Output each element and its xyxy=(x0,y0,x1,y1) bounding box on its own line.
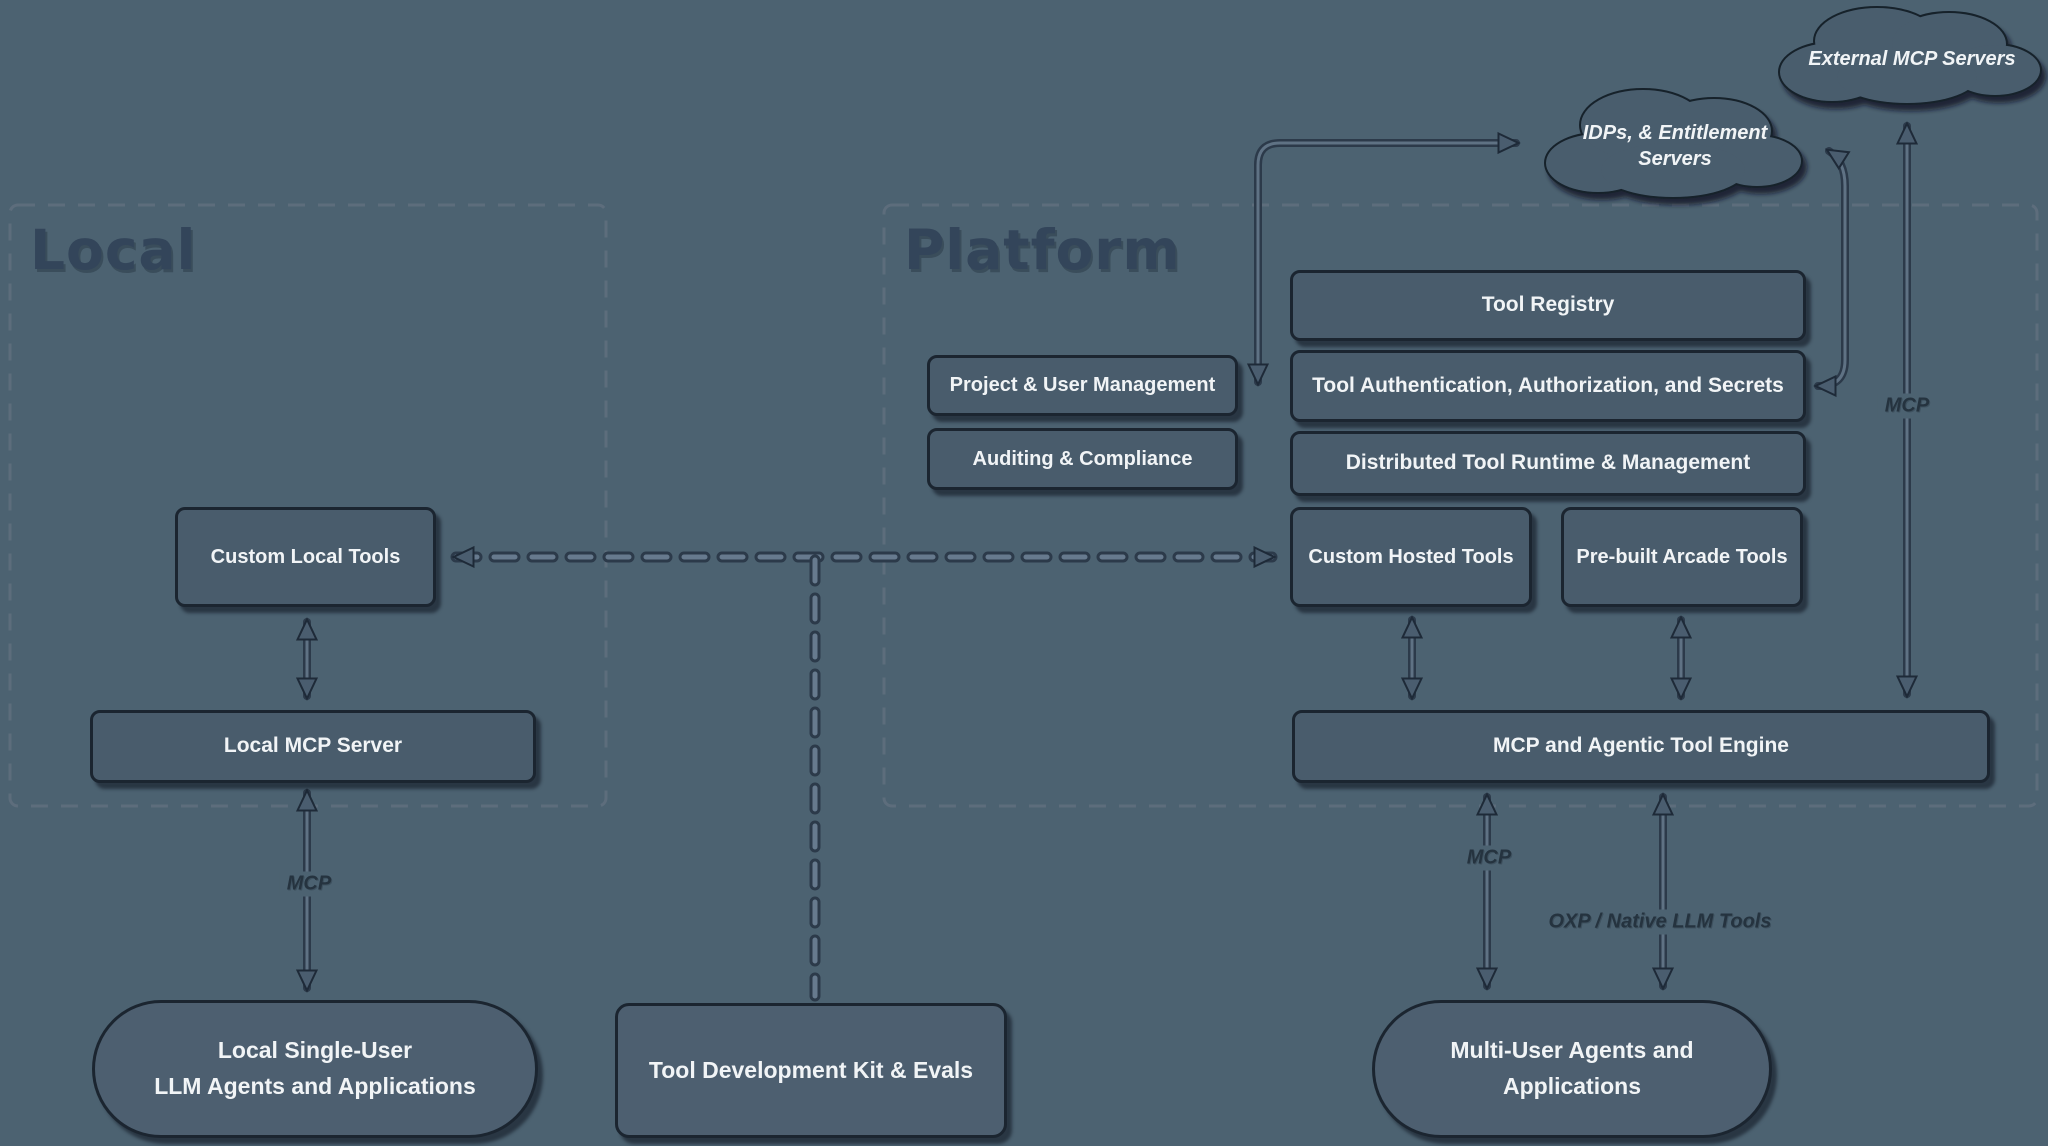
node-local-mcp-server: Local MCP Server xyxy=(90,710,536,783)
node-tool-auth-secrets: Tool Authentication, Authorization, and … xyxy=(1290,350,1806,422)
node-local-single-user-agents: Local Single-User LLM Agents and Applica… xyxy=(92,1000,538,1138)
edge-label-oxp-native-llm: OXP / Native LLM Tools xyxy=(1541,909,1779,935)
edge-label-engine-mcp: MCP xyxy=(1459,845,1519,871)
idps-cloud-label: IDPs, & Entitlement Servers xyxy=(1553,120,1797,172)
node-distributed-runtime: Distributed Tool Runtime & Management xyxy=(1290,431,1806,496)
node-project-user-management: Project & User Management xyxy=(927,355,1238,416)
local-container-title: Local xyxy=(30,218,197,282)
edge-project-mgmt-to-idps xyxy=(1246,131,1521,387)
node-custom-hosted-tools: Custom Hosted Tools xyxy=(1290,507,1532,607)
platform-container-title: Platform xyxy=(904,218,1181,282)
node-mcp-agentic-engine: MCP and Agentic Tool Engine xyxy=(1292,710,1990,783)
node-auditing-compliance: Auditing & Compliance xyxy=(927,428,1238,490)
external-mcp-cloud xyxy=(1778,6,2042,105)
edge-label-external-mcp: MCP xyxy=(1877,393,1937,419)
idps-cloud-label-line1: IDPs, & Entitlement xyxy=(1582,122,1768,144)
node-multi-user-agents: Multi-User Agents and Applications xyxy=(1372,1000,1772,1138)
node-tool-registry: Tool Registry xyxy=(1290,270,1806,341)
node-custom-local-tools: Custom Local Tools xyxy=(175,507,436,607)
platform-container-border xyxy=(882,203,2039,808)
idps-cloud xyxy=(1544,88,1803,199)
idps-cloud-label-line2: Servers xyxy=(1638,148,1712,170)
edge-idps-to-tool-auth xyxy=(1813,147,1851,398)
node-tool-dev-kit: Tool Development Kit & Evals xyxy=(615,1003,1007,1138)
node-prebuilt-arcade-tools: Pre-built Arcade Tools xyxy=(1561,507,1803,607)
edge-label-local-mcp: MCP xyxy=(279,871,339,897)
external-mcp-cloud-label: External MCP Servers xyxy=(1808,48,2016,70)
